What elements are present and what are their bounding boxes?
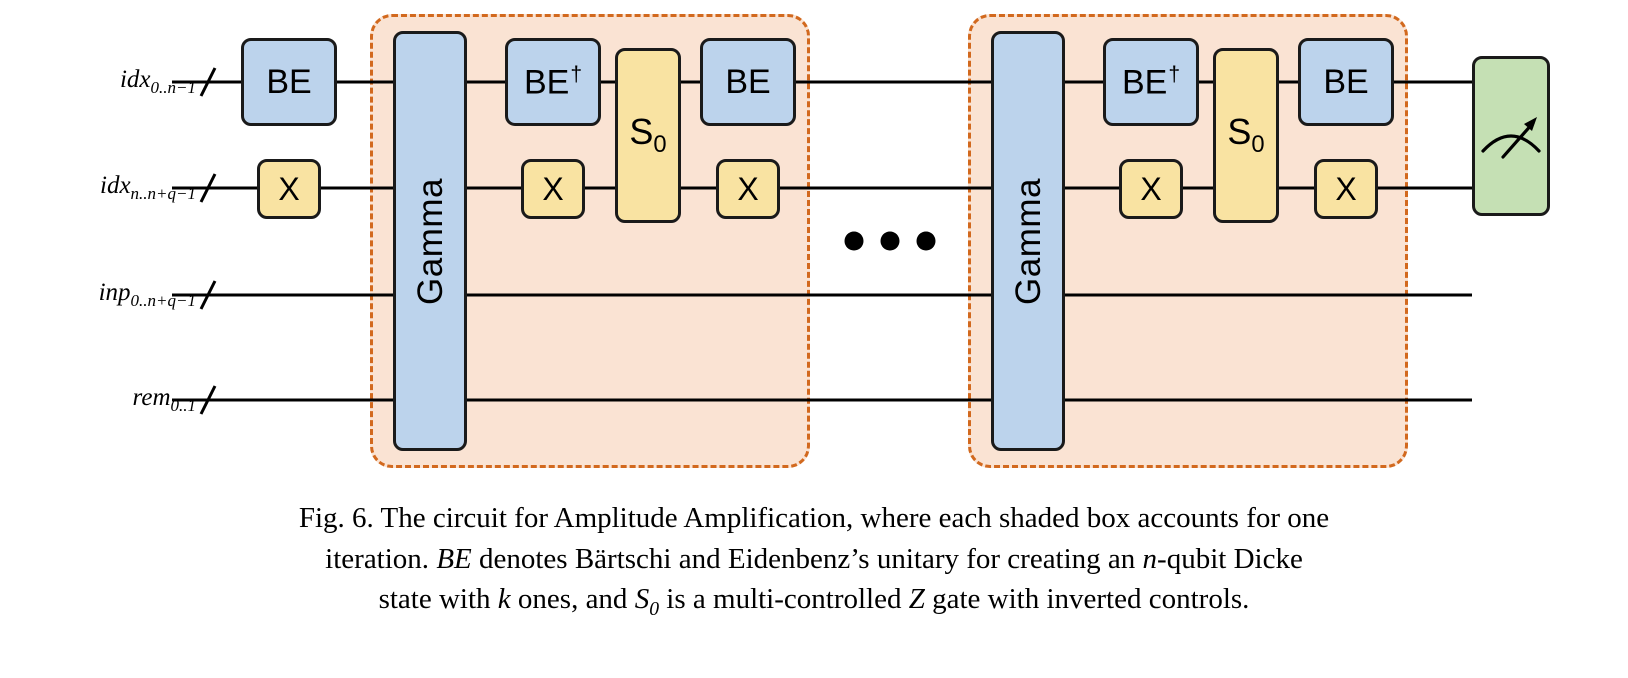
caption-z-term: Z <box>908 583 925 616</box>
wire-label-idxn-base: idx <box>100 172 131 199</box>
be-dagger-gate-2[interactable]: BE† <box>1103 38 1199 126</box>
caption-line-2-b: denotes Bärtschi and Eidenbenz’s unitary… <box>471 542 1143 575</box>
quantum-circuit-diagram: idx0..n−1 idxn..n+q−1 inp0..n+q−1 rem0..… <box>98 14 1550 468</box>
caption-line-3-c: is a multi-controlled <box>659 583 909 616</box>
s0-gate-2-label: S0 <box>1227 111 1265 159</box>
caption-line-1-text: Fig. 6. The circuit for Amplitude Amplif… <box>298 502 1330 534</box>
initial-be-gate[interactable]: BE <box>241 38 337 126</box>
x-gate-1b-label: X <box>737 171 759 207</box>
wire-bundle-slash-inp <box>199 280 217 310</box>
caption-k-term: k <box>497 583 511 616</box>
be-gate-2[interactable]: BE <box>1298 38 1394 126</box>
x-gate-1a-label: X <box>542 171 564 207</box>
caption-line-3-a: state with <box>378 583 498 616</box>
wire-bundle-slash-idx0 <box>199 67 217 97</box>
caption-line-2-a: iteration. <box>325 542 437 575</box>
x-gate-2a-label: X <box>1140 171 1162 207</box>
wire-bundle-slash-idxn <box>199 173 217 203</box>
be-dagger-gate-1[interactable]: BE† <box>505 38 601 126</box>
wire-label-idxn: idxn..n+q−1 <box>100 172 196 204</box>
ellipsis-dot-3 <box>916 231 936 251</box>
caption-s0-term: S <box>634 583 650 616</box>
gamma-gate-2[interactable]: Gamma <box>991 31 1065 451</box>
x-gate-1b[interactable]: X <box>716 159 780 219</box>
gamma-gate-2-label: Gamma <box>1008 177 1048 305</box>
wire-rem <box>172 398 1472 402</box>
gamma-gate-1-label: Gamma <box>410 177 450 305</box>
caption-line-3-b: ones, and <box>510 583 635 616</box>
wire-inp <box>172 293 1472 297</box>
be-dagger-gate-1-label: BE† <box>523 63 583 102</box>
wire-label-inp-base: inp <box>98 279 131 306</box>
iteration-ellipsis <box>844 231 936 251</box>
meter-icon <box>1481 117 1541 159</box>
wire-label-rem-base: rem <box>132 384 171 411</box>
be-gate-1[interactable]: BE <box>700 38 796 126</box>
s0-gate-1-label: S0 <box>629 111 667 159</box>
be-gate-1-label: BE <box>725 63 771 101</box>
ellipsis-dot-1 <box>844 231 864 251</box>
initial-x-gate-label: X <box>278 171 300 207</box>
s0-gate-2[interactable]: S0 <box>1213 48 1279 223</box>
figure-caption: Fig. 6. The circuit for Amplitude Amplif… <box>0 498 1628 624</box>
initial-be-gate-label: BE <box>266 63 312 101</box>
gamma-gate-1[interactable]: Gamma <box>393 31 467 451</box>
x-gate-2a[interactable]: X <box>1119 159 1183 219</box>
ellipsis-dot-2 <box>880 231 900 251</box>
x-gate-2b[interactable]: X <box>1314 159 1378 219</box>
wire-label-idx0-base: idx <box>119 66 151 93</box>
wire-bundle-slash-rem <box>199 385 217 415</box>
caption-be-term: BE <box>436 542 472 575</box>
wire-idxn <box>172 186 1472 190</box>
measurement-gate[interactable] <box>1472 56 1550 216</box>
initial-x-gate[interactable]: X <box>257 159 321 219</box>
x-gate-2b-label: X <box>1335 171 1357 207</box>
caption-line-2: iteration. BE denotes Bärtschi and Eiden… <box>0 539 1628 580</box>
caption-line-3-d: gate with inverted controls. <box>924 583 1250 616</box>
x-gate-1a[interactable]: X <box>521 159 585 219</box>
be-dagger-gate-2-label: BE† <box>1121 63 1181 102</box>
caption-s0-subscript: 0 <box>649 597 660 620</box>
s0-gate-1[interactable]: S0 <box>615 48 681 223</box>
caption-n-term: n <box>1142 542 1158 575</box>
be-gate-2-label: BE <box>1323 63 1369 101</box>
caption-line-1: Fig. 6. The circuit for Amplitude Amplif… <box>0 498 1628 539</box>
caption-line-3: state with k ones, and S0 is a multi-con… <box>0 579 1628 623</box>
caption-line-2-c: -qubit Dicke <box>1157 542 1303 575</box>
wire-idx0 <box>172 80 1472 84</box>
